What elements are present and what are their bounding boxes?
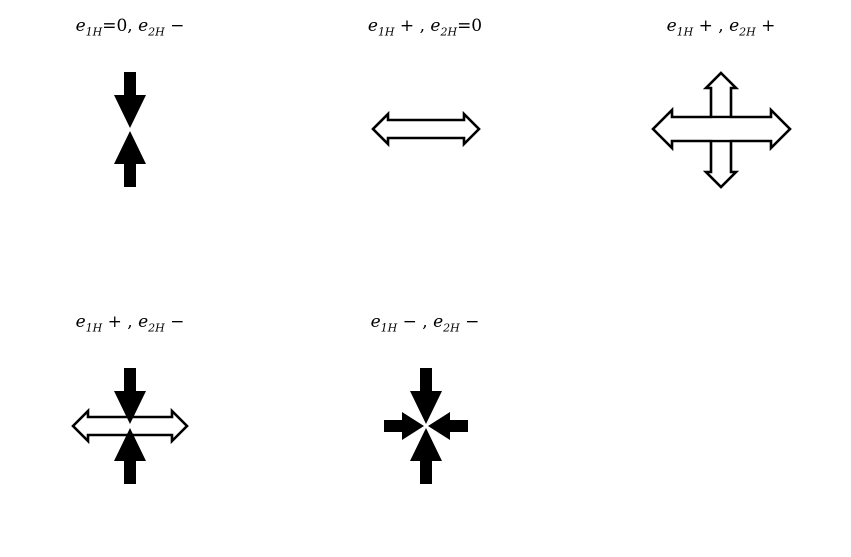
panel-2-glyph bbox=[371, 110, 481, 148]
panel-2-title: e1H + , e2H=0 bbox=[295, 16, 555, 38]
panel-3-title: e1H + , e2H + bbox=[591, 16, 851, 38]
e1-base: e bbox=[370, 312, 381, 332]
e1-sign: + bbox=[693, 16, 713, 36]
e2-sign: − bbox=[164, 312, 185, 332]
e1-sub: 1H bbox=[85, 25, 103, 39]
e1-sub: 1H bbox=[380, 321, 398, 335]
panel-1-title: e1H=0, e2H − bbox=[0, 16, 260, 38]
double-arrow-horizontal-icon bbox=[371, 110, 481, 148]
e2-sub: 2H bbox=[739, 25, 756, 39]
e2-base: e bbox=[729, 16, 740, 36]
e2-sign: − bbox=[164, 16, 185, 36]
e1-base: e bbox=[666, 16, 677, 36]
e1-sign: + bbox=[102, 312, 122, 332]
e2-sub: 2H bbox=[443, 321, 460, 335]
e1-sub: 1H bbox=[85, 321, 103, 335]
panel-5-glyph bbox=[384, 368, 468, 484]
e2-sign: =0 bbox=[457, 16, 483, 36]
arrow-up-icon bbox=[114, 131, 146, 187]
e2-sub: 2H bbox=[440, 25, 458, 39]
arrow-up-icon bbox=[114, 428, 146, 484]
cross-center bbox=[712, 118, 730, 140]
e1-sub: 1H bbox=[676, 25, 694, 39]
separator: , bbox=[127, 16, 139, 36]
separator: , bbox=[414, 16, 431, 36]
panel-3-glyph bbox=[651, 71, 792, 189]
e1-sign: − bbox=[397, 312, 417, 332]
panel-4-title: e1H + , e2H − bbox=[0, 312, 260, 334]
e2-base: e bbox=[433, 312, 444, 332]
arrow-left-icon bbox=[428, 412, 468, 440]
e2-sub: 2H bbox=[148, 25, 165, 39]
separator: , bbox=[121, 312, 139, 332]
e2-sub: 2H bbox=[148, 321, 165, 335]
e1-base: e bbox=[75, 312, 86, 332]
e1-sign: =0 bbox=[102, 16, 128, 36]
arrow-down-icon bbox=[410, 368, 442, 424]
e1-sign: + bbox=[394, 16, 415, 36]
e1-base: e bbox=[75, 16, 86, 36]
panel-4-glyph bbox=[71, 368, 189, 484]
e1-base: e bbox=[367, 16, 378, 36]
e2-sign: + bbox=[755, 16, 776, 36]
panel-5-title: e1H − , e2H − bbox=[295, 312, 555, 334]
e2-base: e bbox=[138, 312, 149, 332]
e1-sub: 1H bbox=[377, 25, 395, 39]
arrow-down-icon bbox=[114, 368, 146, 424]
e2-base: e bbox=[138, 16, 149, 36]
arrow-down-icon bbox=[114, 72, 146, 128]
e2-sign: − bbox=[459, 312, 480, 332]
separator: , bbox=[416, 312, 434, 332]
double-arrow-horizontal-icon bbox=[71, 407, 189, 445]
arrow-up-icon bbox=[410, 428, 442, 484]
panel-1-glyph bbox=[114, 72, 146, 187]
separator: , bbox=[712, 16, 730, 36]
e2-base: e bbox=[430, 16, 441, 36]
arrow-right-icon bbox=[384, 412, 424, 440]
